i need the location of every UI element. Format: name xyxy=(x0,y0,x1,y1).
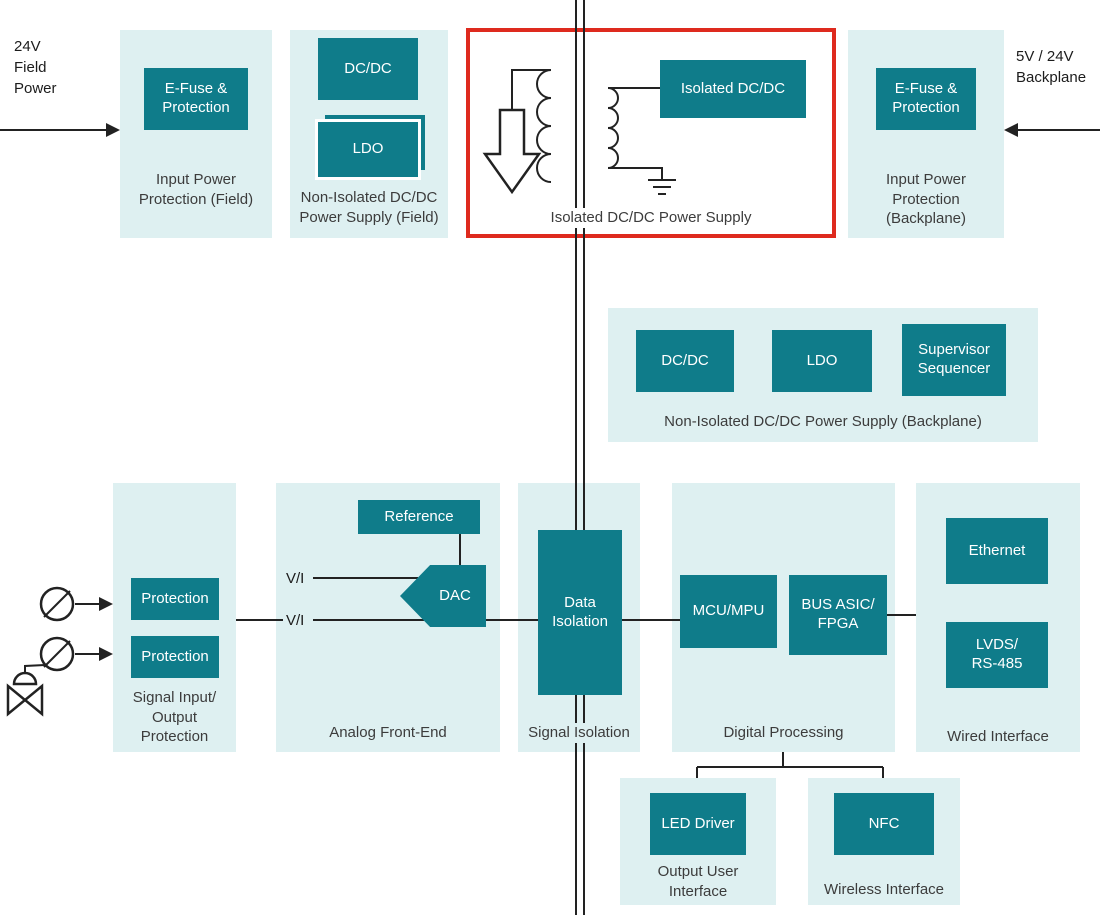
block-title: Isolated DC/DC Power Supply xyxy=(470,208,832,228)
block-title: Output User Interface xyxy=(657,863,739,900)
block-title: Non-Isolated DC/DC Power Supply (Field) xyxy=(299,189,439,226)
chip-bus-asic-fpga[interactable]: BUS ASIC/ FPGA xyxy=(789,575,887,655)
block-title: Digital Processing xyxy=(723,724,844,741)
field-power-label: 24V Field Power xyxy=(14,38,57,97)
chip-data-isolation[interactable]: Data Isolation xyxy=(538,530,622,695)
chip-ldo-backplane[interactable]: LDO xyxy=(772,330,872,392)
chip-isolated-dcdc[interactable]: Isolated DC/DC xyxy=(660,60,806,118)
chip-efuse-protection-field[interactable]: E-Fuse & Protection xyxy=(144,68,248,130)
sensor-arrow-top xyxy=(75,597,113,611)
block-non-isolated-dcdc-field[interactable]: DC/DC LDO Non-Isolated DC/DC Power Suppl… xyxy=(290,30,448,238)
block-input-power-protection-backplane[interactable]: E-Fuse & Protection Input Power Protecti… xyxy=(848,30,1004,238)
block-digital-processing[interactable]: MCU/MPU BUS ASIC/ FPGA Digital Processin… xyxy=(672,483,895,752)
chip-dac[interactable]: DAC xyxy=(400,565,486,627)
block-title: Non-Isolated DC/DC Power Supply (Backpla… xyxy=(664,413,982,430)
chip-nfc[interactable]: NFC xyxy=(834,793,934,855)
backplane-power-arrow xyxy=(1004,123,1100,137)
block-analog-front-end[interactable]: Reference DAC Analog Front-End xyxy=(276,483,500,752)
valve-symbol xyxy=(6,664,46,717)
chip-led-driver[interactable]: LED Driver xyxy=(650,793,746,855)
block-title: Input Power Protection (Backplane) xyxy=(885,171,967,227)
block-signal-isolation[interactable]: Data Isolation Signal Isolation xyxy=(518,483,640,752)
block-title: Wireless Interface xyxy=(823,881,945,898)
block-wired-interface[interactable]: Ethernet LVDS/ RS-485 Wired Interface xyxy=(916,483,1080,752)
block-wireless-interface[interactable]: NFC Wireless Interface xyxy=(808,778,960,905)
chip-protection-1[interactable]: Protection xyxy=(131,578,219,620)
vi-label-top: V/I xyxy=(286,570,305,587)
chip-ethernet[interactable]: Ethernet xyxy=(946,518,1048,584)
chip-lvds-rs485[interactable]: LVDS/ RS-485 xyxy=(946,622,1048,688)
wire-digital-to-bottom-blocks xyxy=(696,752,884,778)
block-output-user-interface[interactable]: LED Driver Output User Interface xyxy=(620,778,776,905)
chip-supervisor-sequencer[interactable]: Supervisor Sequencer xyxy=(902,324,1006,396)
chip-protection-2[interactable]: Protection xyxy=(131,636,219,678)
chip-dcdc-field[interactable]: DC/DC xyxy=(318,38,418,100)
chip-reference[interactable]: Reference xyxy=(358,500,480,534)
chip-dcdc-backplane[interactable]: DC/DC xyxy=(636,330,734,392)
block-title: Signal Input/ Output Protection xyxy=(132,689,217,745)
block-signal-io-protection[interactable]: Protection Protection Signal Input/ Outp… xyxy=(113,483,236,752)
block-title: Signal Isolation xyxy=(518,723,640,743)
backplane-power-label: 5V / 24V Backplane xyxy=(1016,48,1087,86)
block-title: Analog Front-End xyxy=(329,724,447,741)
field-power-arrow xyxy=(0,123,120,137)
chip-ldo-field[interactable]: LDO xyxy=(315,119,421,180)
chip-efuse-protection-backplane[interactable]: E-Fuse & Protection xyxy=(876,68,976,130)
block-input-power-protection-field[interactable]: E-Fuse & Protection Input Power Protecti… xyxy=(120,30,272,238)
vi-label-bottom: V/I xyxy=(286,612,305,629)
block-title: Wired Interface xyxy=(947,728,1049,745)
block-isolated-dcdc-supply-selected[interactable]: Isolated DC/DC Isolated DC/DC Power Supp… xyxy=(466,28,836,238)
sensor-symbol-bottom xyxy=(39,636,75,672)
sensor-arrow-bottom xyxy=(75,647,113,661)
block-non-isolated-dcdc-backplane[interactable]: DC/DC LDO Supervisor Sequencer Non-Isola… xyxy=(608,308,1038,442)
block-title: Input Power Protection (Field) xyxy=(138,171,254,208)
chip-mcu-mpu[interactable]: MCU/MPU xyxy=(680,575,777,648)
sensor-symbol-top xyxy=(39,586,75,622)
